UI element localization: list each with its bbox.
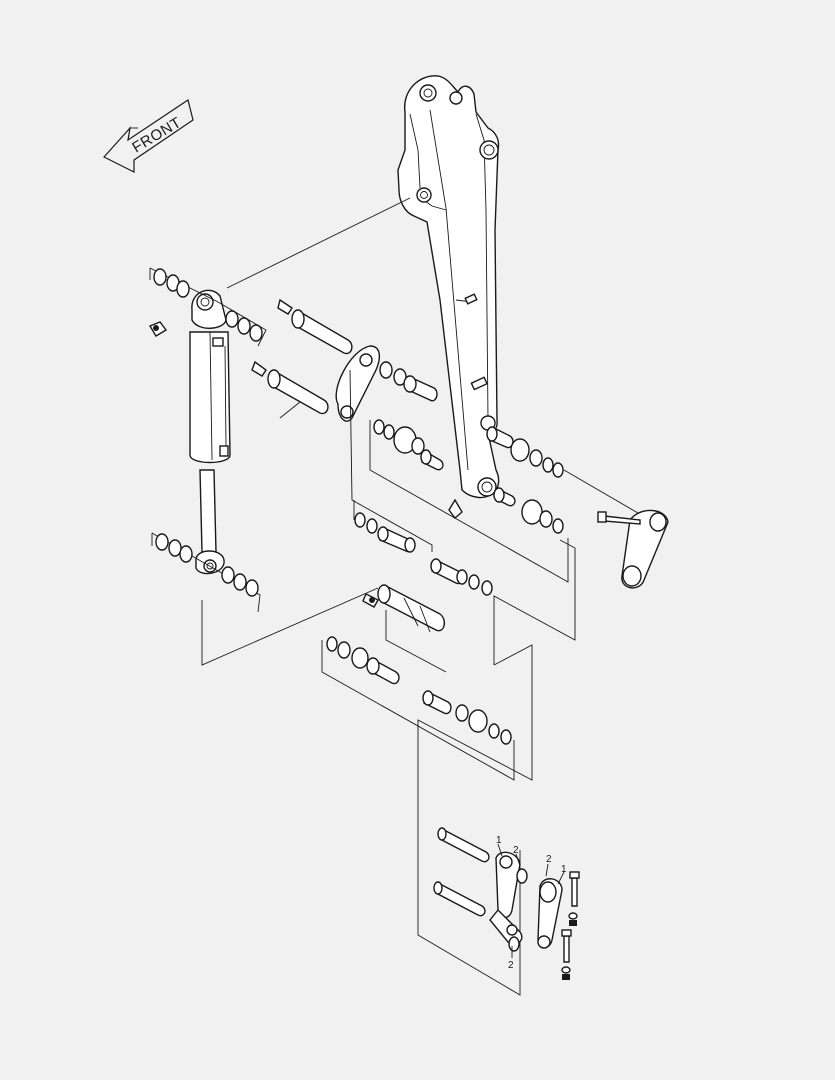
callout-2: 2 xyxy=(508,960,514,971)
washer-stack xyxy=(321,610,515,781)
boom-cylinder xyxy=(189,289,231,575)
grease-fitting xyxy=(148,321,168,337)
lower-link-assembly xyxy=(433,827,580,980)
washer-stack xyxy=(151,532,261,613)
washer-stack xyxy=(149,267,267,347)
callout-1: 1 xyxy=(496,835,502,846)
callout-2: 2 xyxy=(546,854,552,865)
callout-1: 1 xyxy=(561,864,567,875)
pivot-pin xyxy=(362,584,446,633)
link-plate xyxy=(335,345,381,422)
bushing-set xyxy=(379,361,438,402)
callout-2: 2 xyxy=(513,845,519,856)
boom-arm xyxy=(397,75,500,520)
callout-labels: 1 2 2 1 2 xyxy=(496,835,567,971)
front-direction-arrow: FRONT xyxy=(103,99,194,173)
link-plate xyxy=(597,509,669,589)
pin xyxy=(277,298,353,355)
washer-stack xyxy=(369,419,569,583)
bushing-set xyxy=(353,500,493,596)
leader-lines xyxy=(201,197,651,996)
pin xyxy=(251,360,329,419)
